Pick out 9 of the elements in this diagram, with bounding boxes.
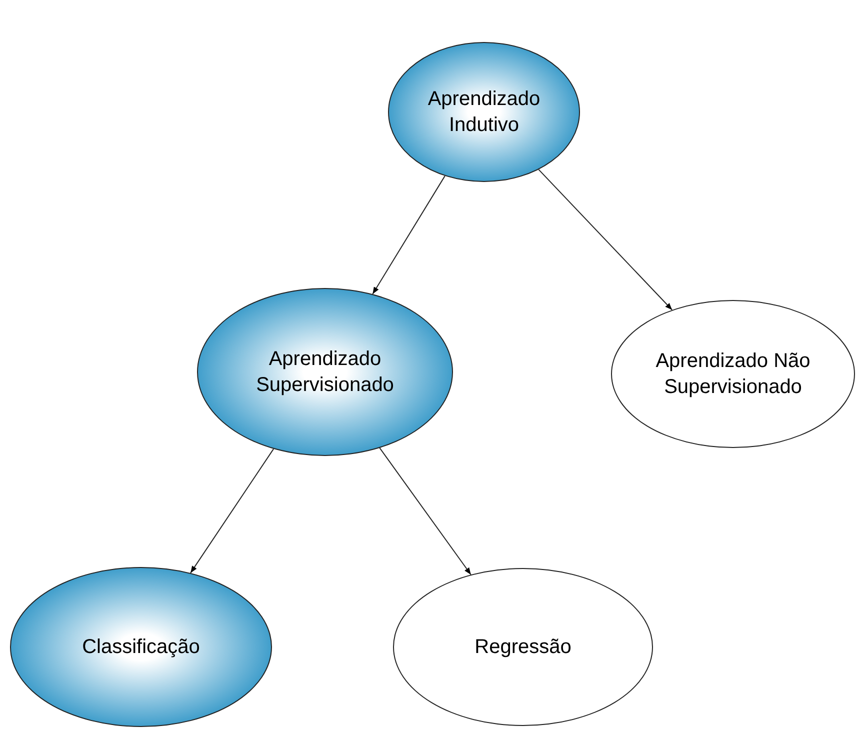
node-label: Classificação — [82, 635, 200, 660]
node-label: Aprendizado Indutivo — [426, 87, 542, 138]
node-label: Aprendizado Supervisionado — [255, 347, 395, 398]
arrow — [379, 447, 472, 576]
node-label: Regressão — [474, 635, 572, 660]
arrow — [190, 448, 274, 574]
node-label: Aprendizado Não Supervisionado — [654, 349, 812, 400]
arrow — [538, 169, 673, 310]
arrow — [372, 175, 446, 295]
